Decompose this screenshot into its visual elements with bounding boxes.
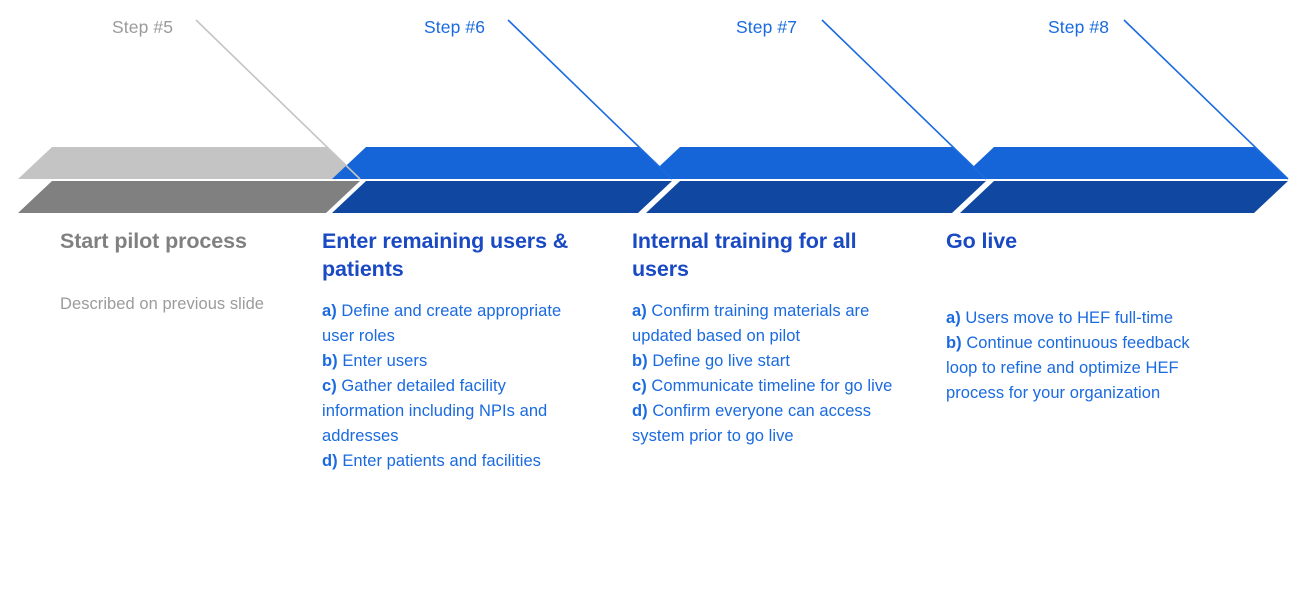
step-item-marker: d) bbox=[632, 402, 648, 421]
step-items-step6: a) Define and create appropriate user ro… bbox=[322, 299, 584, 475]
step-item-text: Communicate timeline for go live bbox=[651, 377, 893, 396]
arrow-segment-step6 bbox=[332, 147, 672, 213]
arrow-segment-step5-bottom bbox=[18, 181, 360, 213]
arrow-segment-step7-bottom bbox=[646, 181, 986, 213]
leader-line-step8 bbox=[1123, 19, 1289, 180]
step-item-text: Enter patients and facilities bbox=[342, 452, 541, 471]
step-item-text: Define go live start bbox=[652, 352, 790, 371]
arrow-segment-step7 bbox=[646, 147, 986, 213]
step-description-columns: Start pilot process Described on previou… bbox=[0, 228, 1303, 474]
step-label-step7: Step #7 bbox=[736, 17, 798, 37]
step-items-step7: a) Confirm training materials are update… bbox=[632, 299, 896, 449]
arrow-segment-step6-top bbox=[332, 147, 672, 179]
step-column-step5: Start pilot process Described on previou… bbox=[0, 228, 312, 474]
step-item: a) Users move to HEF full-time bbox=[946, 306, 1211, 331]
step-item-marker: a) bbox=[632, 301, 647, 320]
step-column-step6: Enter remaining users & patients a) Defi… bbox=[312, 228, 624, 474]
step-heading-step6: Enter remaining users & patients bbox=[322, 229, 569, 281]
step-label-step5: Step #5 bbox=[112, 17, 174, 37]
arrow-segment-step8-bottom bbox=[960, 181, 1288, 213]
arrow-segment-step8-top bbox=[960, 147, 1288, 179]
step-item-text: Confirm everyone can access system prior… bbox=[632, 402, 872, 446]
step-item: c) Communicate timeline for go live bbox=[632, 374, 896, 399]
step-item-marker: a) bbox=[946, 308, 961, 327]
step-heading-step5: Start pilot process bbox=[60, 229, 247, 253]
step-item-marker: c) bbox=[322, 377, 337, 396]
step-item: d) Confirm everyone can access system pr… bbox=[632, 399, 896, 449]
arrow-segment-step8 bbox=[960, 147, 1288, 213]
leader-line-step6 bbox=[507, 19, 673, 180]
step-item: d) Enter patients and facilities bbox=[322, 449, 584, 474]
arrow-band-graphic bbox=[18, 19, 1289, 213]
leader-line-step7 bbox=[821, 19, 987, 180]
step-label-step6: Step #6 bbox=[424, 17, 486, 37]
arrow-segment-step6-bottom bbox=[332, 181, 672, 213]
step-item-text: Continue continuous feedback loop to ref… bbox=[946, 334, 1190, 403]
step-item-text: Gather detailed facility information inc… bbox=[322, 377, 548, 446]
step-item-text: Confirm training materials are updated b… bbox=[632, 301, 870, 345]
step-item-marker: a) bbox=[322, 301, 337, 320]
step-item: Described on previous slide bbox=[60, 292, 290, 317]
step-item-text: Described on previous slide bbox=[60, 294, 265, 313]
step-item-marker: b) bbox=[322, 352, 338, 371]
arrow-segment-step5-top bbox=[18, 147, 360, 179]
arrow-segment-step5 bbox=[18, 147, 360, 213]
step-label-step8: Step #8 bbox=[1048, 17, 1110, 37]
step-item-text: Define and create appropriate user roles bbox=[322, 301, 562, 345]
step-item-marker: d) bbox=[322, 452, 338, 471]
step-item-text: Users move to HEF full-time bbox=[965, 308, 1174, 327]
step-item: a) Confirm training materials are update… bbox=[632, 299, 896, 349]
step-item: b) Define go live start bbox=[632, 349, 896, 374]
step-item: a) Define and create appropriate user ro… bbox=[322, 299, 584, 349]
step-item: b) Continue continuous feedback loop to … bbox=[946, 331, 1211, 406]
step-item-text: Enter users bbox=[342, 352, 428, 371]
step-item: b) Enter users bbox=[322, 349, 584, 374]
step-item: c) Gather detailed facility information … bbox=[322, 374, 584, 449]
leader-line-step5 bbox=[195, 19, 361, 180]
step-item-marker: b) bbox=[632, 352, 648, 371]
step-column-step7: Internal training for all users a) Confi… bbox=[624, 228, 936, 474]
step-heading-step8: Go live bbox=[946, 229, 1017, 253]
arrow-segment-step7-top bbox=[646, 147, 986, 179]
step-items-step5: Described on previous slide bbox=[60, 292, 290, 317]
step-item-marker: c) bbox=[632, 377, 647, 396]
step-item-marker: b) bbox=[946, 334, 962, 353]
step-heading-step7: Internal training for all users bbox=[632, 229, 857, 281]
